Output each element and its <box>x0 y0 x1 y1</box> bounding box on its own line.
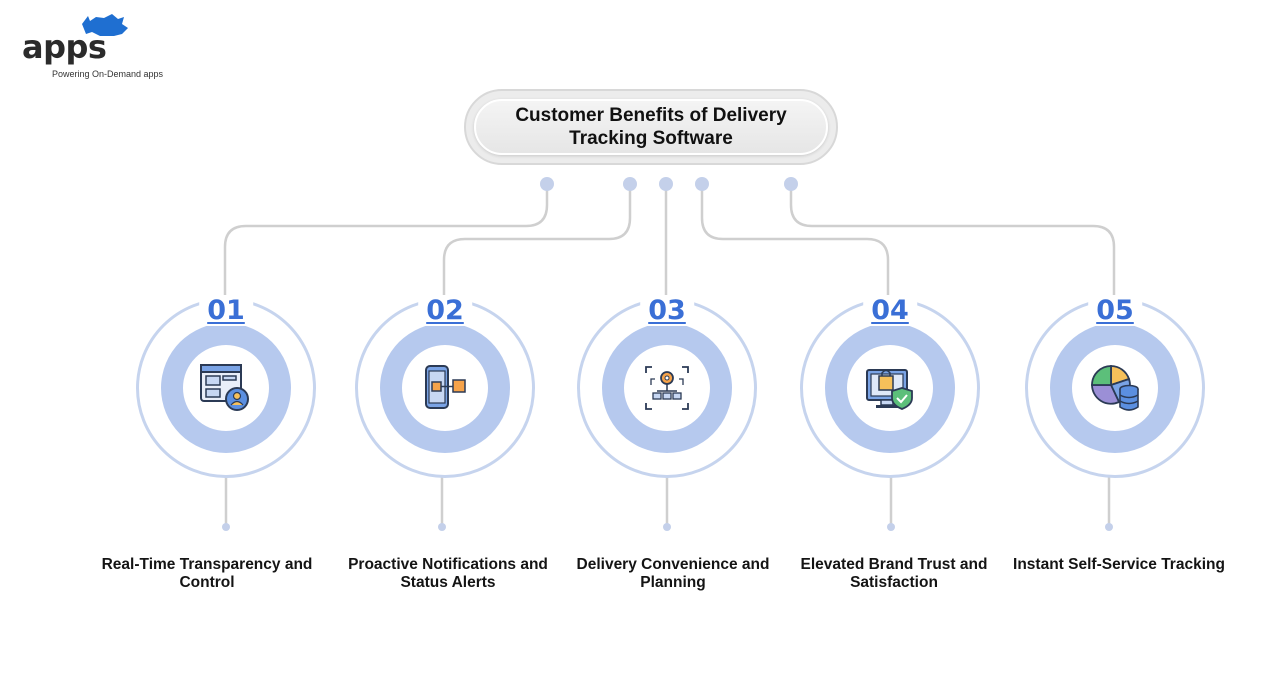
phone-notification-icon <box>425 365 466 409</box>
benefit-node-02: 02 <box>355 295 535 478</box>
node-core <box>402 345 488 431</box>
benefit-label-01: Real-Time Transparency and Control <box>101 556 313 591</box>
node-core <box>183 345 269 431</box>
benefit-number: 03 <box>640 295 694 326</box>
benefit-number: 02 <box>418 295 472 326</box>
drop-dot-01 <box>222 523 230 531</box>
connector-01 <box>223 184 549 296</box>
page-title: Customer Benefits of Delivery Tracking S… <box>515 105 787 149</box>
connector-dot-04 <box>695 177 709 191</box>
benefit-label-04: Elevated Brand Trust and Satisfaction <box>800 556 988 591</box>
node-core <box>847 345 933 431</box>
node-core <box>624 345 710 431</box>
drop-dot-03 <box>663 523 671 531</box>
connector-dot-01 <box>540 177 554 191</box>
benefit-label-02: Proactive Notifications and Status Alert… <box>348 556 548 591</box>
title-pill-inner: Customer Benefits of Delivery Tracking S… <box>474 99 828 155</box>
benefit-node-05: 05 <box>1025 295 1205 478</box>
connector-dot-02 <box>623 177 637 191</box>
benefit-node-01: 01 <box>136 295 316 478</box>
drop-dot-04 <box>887 523 895 531</box>
shopping-shield-icon <box>866 369 913 410</box>
connector-04 <box>700 184 890 296</box>
brand-logo: apps Powering On-Demand apps <box>20 12 190 82</box>
browser-user-icon <box>200 364 249 411</box>
rhino-logo-icon <box>82 14 128 36</box>
benefit-node-04: 04 <box>800 295 980 478</box>
benefit-label-05: Instant Self-Service Tracking <box>1013 556 1225 573</box>
pie-database-icon <box>1091 365 1139 411</box>
benefit-label-03: Delivery Convenience and Planning <box>576 556 770 591</box>
drop-dot-02 <box>438 523 446 531</box>
benefit-node-03: 03 <box>577 295 757 478</box>
logo-wordmark: apps <box>22 28 107 66</box>
logo-tagline: Powering On-Demand apps <box>52 69 164 79</box>
connector-02 <box>442 184 632 296</box>
node-core <box>1072 345 1158 431</box>
workflow-gear-icon <box>645 366 689 410</box>
benefit-number: 05 <box>1088 295 1142 326</box>
connector-dot-05 <box>784 177 798 191</box>
title-pill: Customer Benefits of Delivery Tracking S… <box>464 89 838 165</box>
benefit-number: 04 <box>863 295 917 326</box>
drop-dot-05 <box>1105 523 1113 531</box>
benefit-number: 01 <box>199 295 253 326</box>
connector-05 <box>789 184 1116 296</box>
connector-dot-03 <box>659 177 673 191</box>
